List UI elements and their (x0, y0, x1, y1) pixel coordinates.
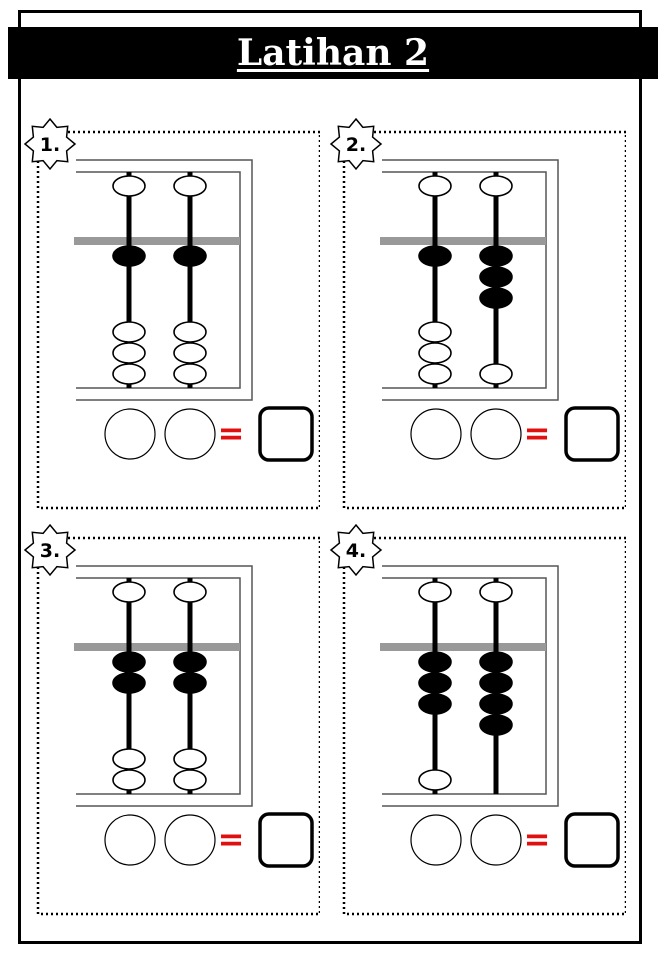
equals-sign: = (218, 414, 245, 452)
lower-bead-inactive (112, 748, 146, 770)
abacus-beam (74, 237, 240, 245)
lower-bead-active (479, 651, 513, 673)
lower-bead-active (479, 266, 513, 288)
lower-bead-inactive (173, 363, 207, 385)
lower-bead-inactive (418, 363, 452, 385)
upper-bead (418, 175, 452, 197)
lower-bead-inactive (173, 748, 207, 770)
answer-box (258, 406, 314, 462)
lower-bead-active (479, 714, 513, 736)
dotted-border (342, 130, 626, 510)
lower-bead-inactive (173, 342, 207, 364)
lower-bead-inactive (112, 342, 146, 364)
exercise-panel-3: = 3. (20, 520, 320, 920)
answer-circle-tens (410, 814, 462, 866)
answer-box (258, 812, 314, 868)
abacus-frame-inner (379, 171, 547, 389)
exercise-number: 2. (346, 134, 366, 156)
lower-bead-active (112, 672, 146, 694)
lower-bead-active (173, 651, 207, 673)
answer-box (564, 812, 620, 868)
lower-bead-inactive (173, 769, 207, 791)
exercise-panel-4: = 4. (326, 520, 626, 920)
upper-bead (173, 175, 207, 197)
lower-bead-active (418, 245, 452, 267)
abacus-exercise-svg: = 4. (329, 523, 626, 916)
answer-circle-tens (410, 408, 462, 460)
abacus-frame-inner (379, 577, 547, 795)
equals-sign: = (218, 820, 245, 858)
answer-circle-ones (164, 814, 216, 866)
lower-bead-active (173, 672, 207, 694)
lower-bead-inactive (418, 321, 452, 343)
upper-bead (173, 581, 207, 603)
lower-bead-active (479, 287, 513, 309)
number-badge-star (23, 523, 77, 577)
answer-circle-ones (470, 814, 522, 866)
number-badge-star (23, 117, 77, 171)
exercise-number: 3. (40, 540, 60, 562)
lower-bead-active (112, 651, 146, 673)
abacus-exercise-svg: = 1. (23, 117, 320, 510)
lower-bead-active (173, 245, 207, 267)
answer-circle-ones (164, 408, 216, 460)
equals-sign: = (524, 820, 551, 858)
page-frame (18, 10, 642, 944)
lower-bead-active (418, 651, 452, 673)
lower-bead-active (479, 245, 513, 267)
upper-bead (418, 581, 452, 603)
exercise-number: 4. (346, 540, 366, 562)
frame-left-gap (376, 154, 382, 404)
lower-bead-inactive (112, 363, 146, 385)
abacus-exercise-svg: = 2. (329, 117, 626, 510)
abacus-beam (380, 237, 546, 245)
answer-circle-tens (104, 408, 156, 460)
lower-bead-active (479, 693, 513, 715)
upper-bead (479, 175, 513, 197)
abacus-frame-inner (73, 171, 241, 389)
upper-bead (112, 581, 146, 603)
abacus-frame-inner (73, 577, 241, 795)
lower-bead-active (112, 245, 146, 267)
abacus-beam (380, 643, 546, 651)
dotted-border (36, 536, 320, 916)
frame-left-gap (376, 560, 382, 810)
lower-bead-inactive (112, 321, 146, 343)
upper-bead (112, 175, 146, 197)
lower-bead-active (418, 693, 452, 715)
equals-sign: = (524, 414, 551, 452)
lower-bead-inactive (112, 769, 146, 791)
exercise-panel-2: = 2. (326, 114, 626, 514)
page-title: Latihan 2 (236, 32, 430, 74)
lower-bead-active (479, 672, 513, 694)
dotted-border (342, 536, 626, 916)
lower-bead-inactive (173, 321, 207, 343)
frame-left-gap (70, 560, 76, 810)
answer-circle-ones (470, 408, 522, 460)
lower-bead-active (418, 672, 452, 694)
title-bar: Latihan 2 (8, 27, 658, 79)
exercise-number: 1. (40, 134, 60, 156)
number-badge-star (329, 523, 383, 577)
abacus-exercise-svg: = 3. (23, 523, 320, 916)
dotted-border (36, 130, 320, 510)
answer-circle-tens (104, 814, 156, 866)
number-badge-star (329, 117, 383, 171)
exercise-panel-1: = 1. (20, 114, 320, 514)
answer-box (564, 406, 620, 462)
lower-bead-inactive (479, 363, 513, 385)
abacus-beam (74, 643, 240, 651)
lower-bead-inactive (418, 769, 452, 791)
frame-left-gap (70, 154, 76, 404)
lower-bead-inactive (418, 342, 452, 364)
upper-bead (479, 581, 513, 603)
